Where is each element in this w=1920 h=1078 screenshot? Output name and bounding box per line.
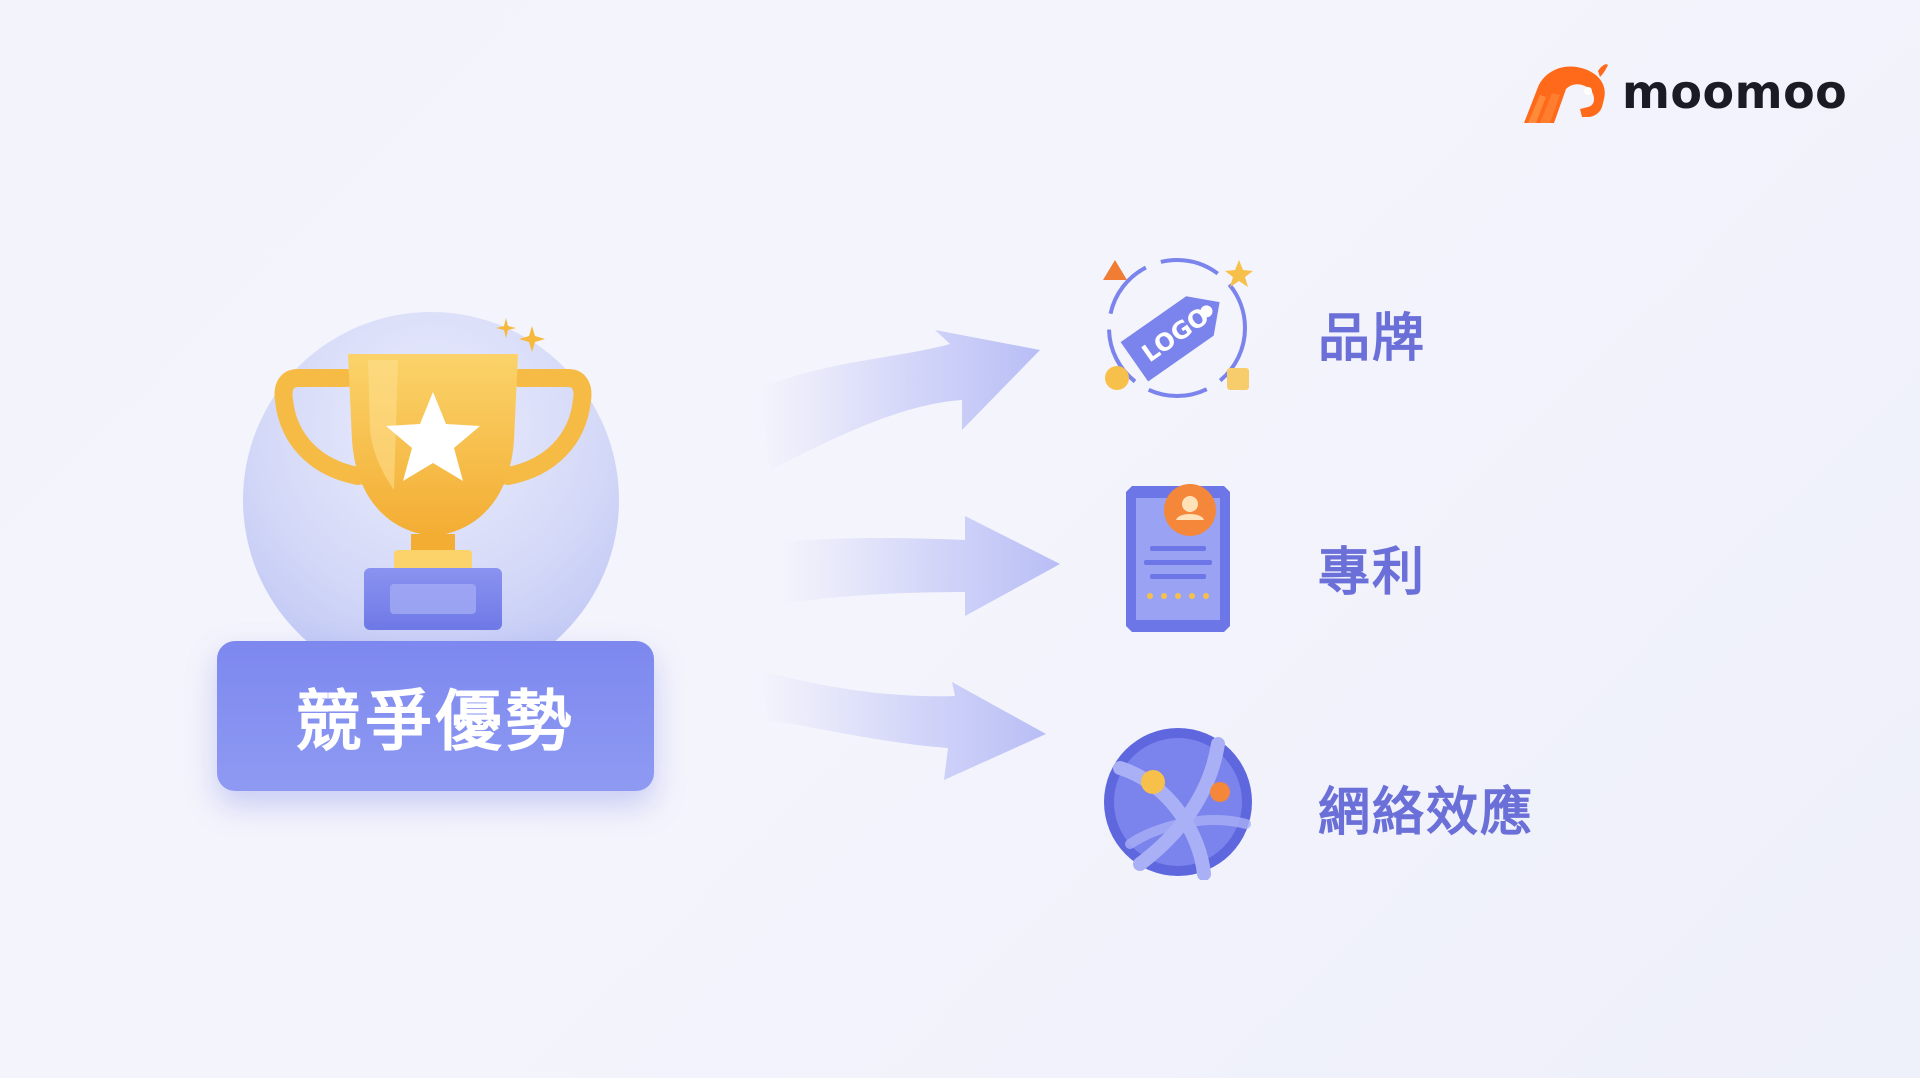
item-label-brand: 品牌	[1318, 309, 1427, 369]
patent-certificate-icon	[1126, 484, 1230, 632]
trophy-icon	[274, 354, 592, 630]
brand-logo: moomoo	[1518, 52, 1847, 132]
item-label-patent: 專利	[1318, 543, 1427, 603]
title-plate: 競爭優勢	[217, 641, 654, 791]
arrows-graphic	[760, 330, 1060, 780]
logo-tag-icon: LOGO	[1103, 258, 1253, 398]
moomoo-bull-icon	[1524, 64, 1608, 123]
sparkle-icon	[496, 318, 545, 352]
brand-name: moomoo	[1622, 65, 1848, 119]
page-title: 競爭優勢	[295, 683, 576, 760]
network-globe-icon	[1104, 728, 1252, 880]
item-label-network-effect: 網絡效應	[1318, 783, 1535, 843]
